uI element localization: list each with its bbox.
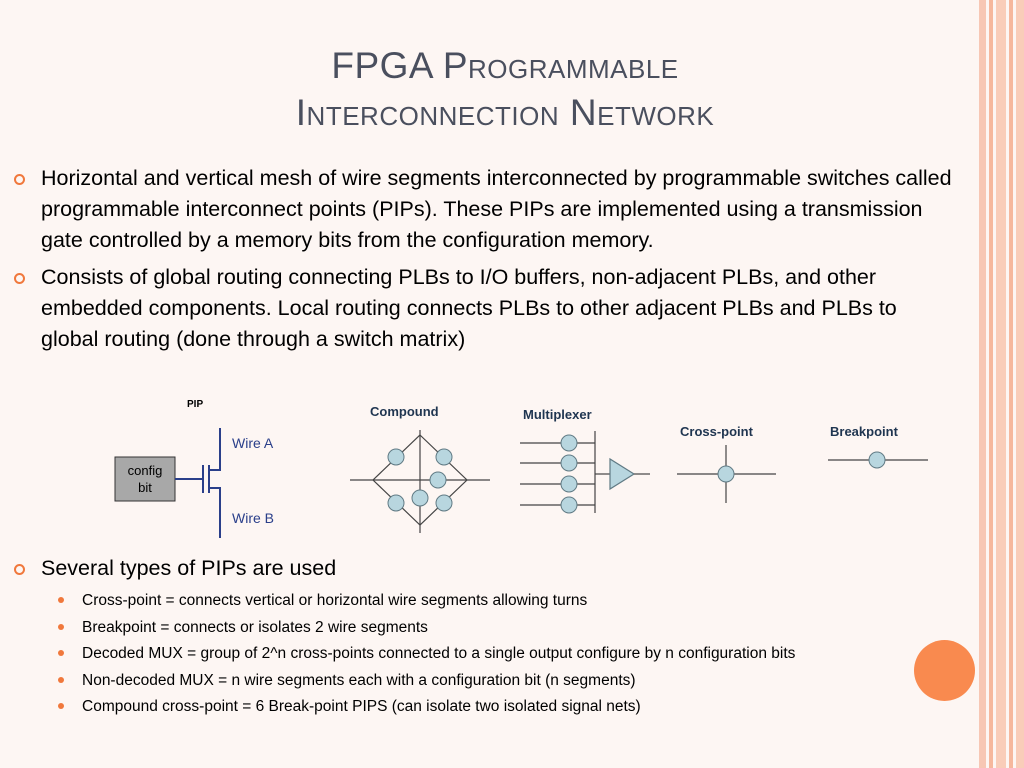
sub-bullet-text: Decoded MUX = group of 2^n cross-points … [82, 645, 796, 662]
title-line-2: Interconnection Network [295, 92, 715, 133]
bullet-text: Consists of global routing connecting PL… [41, 265, 897, 351]
pip-label: PIP [187, 399, 203, 410]
sub-bullet-text: Breakpoint = connects or isolates 2 wire… [82, 618, 428, 636]
sub-bullet-list: Cross-point = connects vertical or horiz… [58, 588, 958, 721]
sub-bullet-text: Cross-point = connects vertical or horiz… [82, 592, 588, 609]
sub-bullet-item: Cross-point = connects vertical or horiz… [58, 588, 958, 615]
breakpoint-label: Breakpoint [830, 424, 899, 439]
sub-bullet-marker-icon [58, 597, 64, 603]
sub-bullet-text: Non-decoded MUX = n wire segments each w… [82, 671, 636, 689]
wire-a-label: Wire A [232, 435, 274, 451]
sub-bullet-item: Breakpoint = connects or isolates 2 wire… [58, 615, 958, 642]
bullet-item: Horizontal and vertical mesh of wire seg… [14, 163, 959, 256]
wire-b-label: Wire B [232, 510, 274, 526]
bullet-item: Several types of PIPs are used [14, 553, 941, 584]
pip-transistor-figure: PIP config bit Wire A Wire B [114, 399, 274, 538]
bullet-text: Several types of PIPs are used [41, 556, 337, 580]
breakpoint-figure: Breakpoint [828, 424, 928, 469]
sub-bullet-item: Decoded MUX = group of 2^n cross-points … [58, 641, 958, 668]
bullet-item: Consists of global routing connecting PL… [14, 262, 959, 355]
title-line-1: FPGA Programmable [331, 45, 679, 86]
config-text-1: config [128, 463, 163, 478]
crosspoint-figure: Cross-point [677, 424, 776, 503]
multiplexer-label: Multiplexer [523, 407, 592, 422]
sub-bullet-text: Compound cross-point = 6 Break-point PIP… [82, 698, 641, 715]
compound-figure: Compound [350, 404, 490, 533]
crosspoint-label: Cross-point [680, 424, 754, 439]
sub-bullet-marker-icon [58, 703, 64, 709]
sub-bullet-item: Non-decoded MUX = n wire segments each w… [58, 668, 958, 695]
decorative-orange-circle [914, 640, 975, 701]
bullet-marker-icon [14, 174, 25, 185]
sub-bullet-marker-icon [58, 623, 64, 630]
bullet-text: Horizontal and vertical mesh of wire seg… [41, 166, 952, 252]
pip-types-diagram: PIP config bit Wire A Wire B Compound Mu… [114, 399, 928, 538]
sub-bullet-marker-icon [58, 676, 64, 683]
bullet-marker-icon [14, 273, 25, 284]
decorative-stripes [979, 0, 1024, 768]
config-text-2: bit [138, 480, 152, 495]
bullet-list: Horizontal and vertical mesh of wire seg… [14, 163, 959, 361]
page-title: FPGA Programmable Interconnection Networ… [0, 42, 1010, 136]
sub-bullet-item: Compound cross-point = 6 Break-point PIP… [58, 694, 958, 721]
multiplexer-figure: Multiplexer [520, 407, 650, 514]
sub-bullet-marker-icon [58, 650, 64, 656]
bullet-marker-icon [14, 564, 25, 575]
compound-label: Compound [370, 404, 439, 419]
